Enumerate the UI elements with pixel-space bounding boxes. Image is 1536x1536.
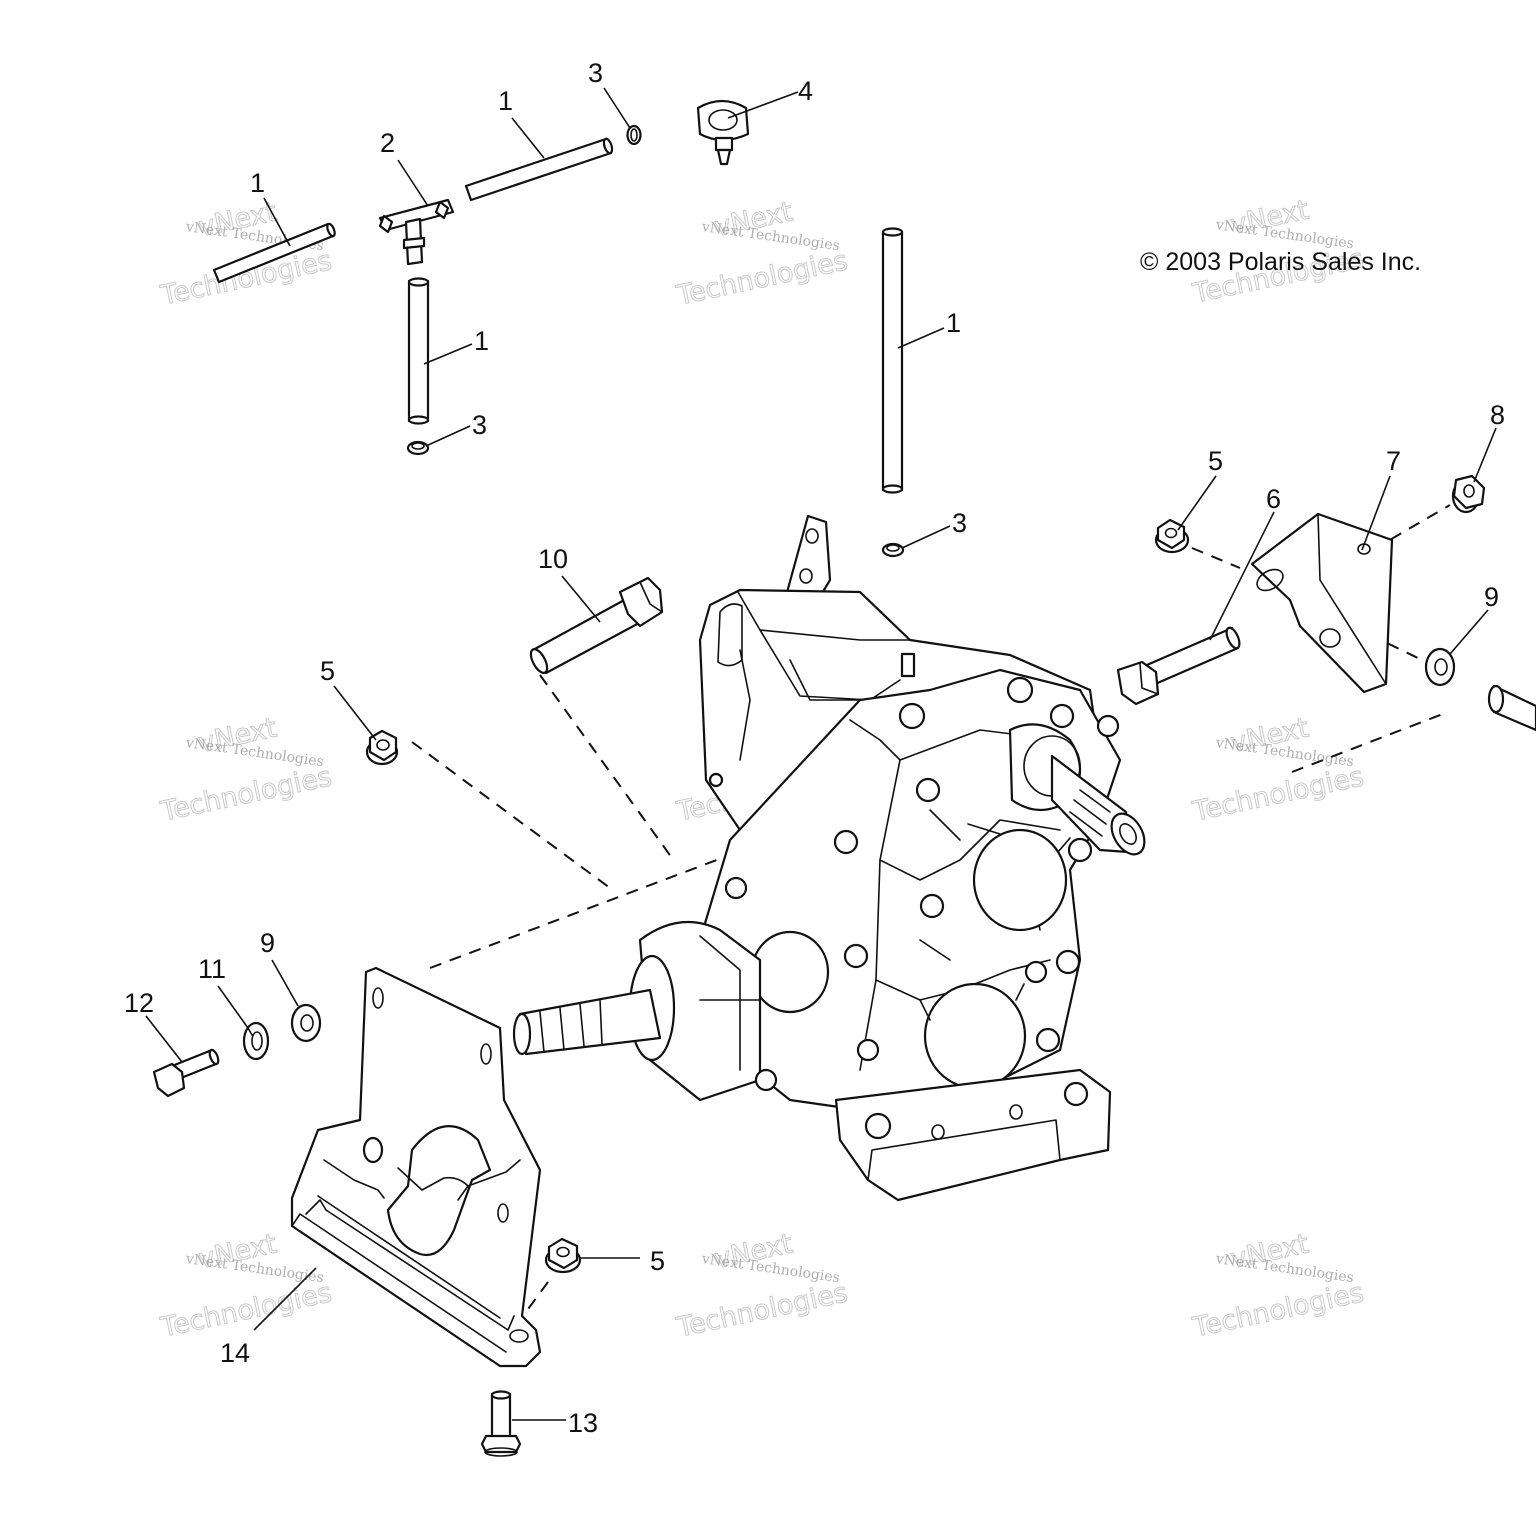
callout-labels: 1 2 1 3 4 1 3 1 3 10 5 5 6 7 8 9 12 11 9… — [124, 58, 1505, 1438]
bracket-7 — [1250, 512, 1394, 694]
hose-left — [212, 222, 336, 284]
assembly-line-nut-5-lower — [519, 1281, 549, 1321]
callout-5: 5 — [320, 656, 335, 686]
hose-clamp-right — [881, 542, 905, 558]
hose-clamp-top — [626, 124, 642, 146]
watermark-top-center: vNext Technologies vNext Technologies — [673, 196, 851, 312]
callout-2: 2 — [380, 128, 395, 158]
callout-3: 3 — [472, 410, 487, 440]
leader-lines — [145, 87, 1497, 1421]
washer-right — [1424, 647, 1456, 687]
watermark-big-bottom: Technologies — [157, 245, 334, 312]
watermark-big-bottom: Technologies — [157, 761, 334, 828]
assembly-line-right-shaft — [1291, 711, 1449, 773]
flange-nut-left — [365, 729, 399, 766]
callout-9: 9 — [260, 928, 275, 958]
callout-1: 1 — [946, 308, 961, 338]
nut-8 — [1451, 474, 1486, 514]
watermark-middle-right: vNext Technologies vNext Technologies — [1189, 712, 1367, 828]
lock-washer — [242, 1021, 270, 1061]
hose-vertical-left — [407, 277, 430, 425]
callout-6: 6 — [1266, 484, 1281, 514]
shaft-stub-right — [1487, 684, 1536, 732]
callout-13: 13 — [568, 1408, 598, 1438]
callout-11: 11 — [198, 954, 226, 984]
callout-1: 1 — [498, 86, 513, 116]
callout-1: 1 — [474, 326, 489, 356]
push-clip — [696, 99, 750, 166]
assembly-line-washer-9 — [1349, 624, 1423, 661]
assembly-line-nut-5 — [411, 741, 611, 889]
callout-9: 9 — [1484, 582, 1499, 612]
transmission-assembly — [512, 514, 1146, 1202]
bolt-6 — [1116, 626, 1241, 706]
assembly-line-nut-5-right — [1191, 547, 1241, 569]
bolt-12 — [152, 1048, 220, 1098]
copyright-text: © 2003 Polaris Sales Inc. — [1140, 248, 1421, 276]
flange-nut-lower — [544, 1237, 582, 1274]
callout-10: 10 — [538, 544, 568, 574]
hose-vertical-right — [881, 227, 904, 494]
tee-fitting — [378, 198, 455, 266]
callout-5: 5 — [1208, 446, 1223, 476]
bolt-13 — [480, 1390, 522, 1457]
callout-3: 3 — [952, 508, 967, 538]
callout-4: 4 — [798, 76, 813, 106]
watermark-big-bottom: Technologies — [157, 1277, 334, 1344]
watermark-big-bottom: Technologies — [673, 1277, 850, 1344]
watermark-bottom-left: vNext Technologies vNext Technologies — [157, 1228, 335, 1344]
callout-8: 8 — [1490, 400, 1505, 430]
callout-1: 1 — [250, 168, 265, 198]
watermark-big-bottom: Technologies — [1189, 761, 1366, 828]
assembly-line-bolt-10 — [539, 674, 673, 859]
watermark-big-bottom: Technologies — [1189, 1277, 1366, 1344]
hose-top — [464, 137, 614, 202]
watermark-bottom-center: vNext Technologies vNext Technologies — [673, 1228, 851, 1344]
watermark-big-bottom: Technologies — [673, 245, 850, 312]
flange-nut-right — [1154, 518, 1190, 554]
watermark-middle-left: vNext Technologies vNext Technologies — [157, 712, 335, 828]
watermark-bottom-right: vNext Technologies vNext Technologies — [1189, 1228, 1367, 1344]
mount-bracket-14 — [290, 966, 542, 1368]
callout-14: 14 — [220, 1338, 250, 1368]
callout-5: 5 — [650, 1246, 665, 1276]
washer-left — [290, 1003, 322, 1043]
callout-12: 12 — [124, 988, 154, 1018]
callout-3: 3 — [588, 58, 603, 88]
watermark-top-left: vNext Technologies vNext Technologies — [157, 196, 335, 312]
assembly-line-bracket-14 — [429, 854, 731, 969]
hose-clamp-left — [406, 440, 430, 456]
bolt-10 — [529, 576, 664, 675]
callout-7: 7 — [1386, 446, 1401, 476]
